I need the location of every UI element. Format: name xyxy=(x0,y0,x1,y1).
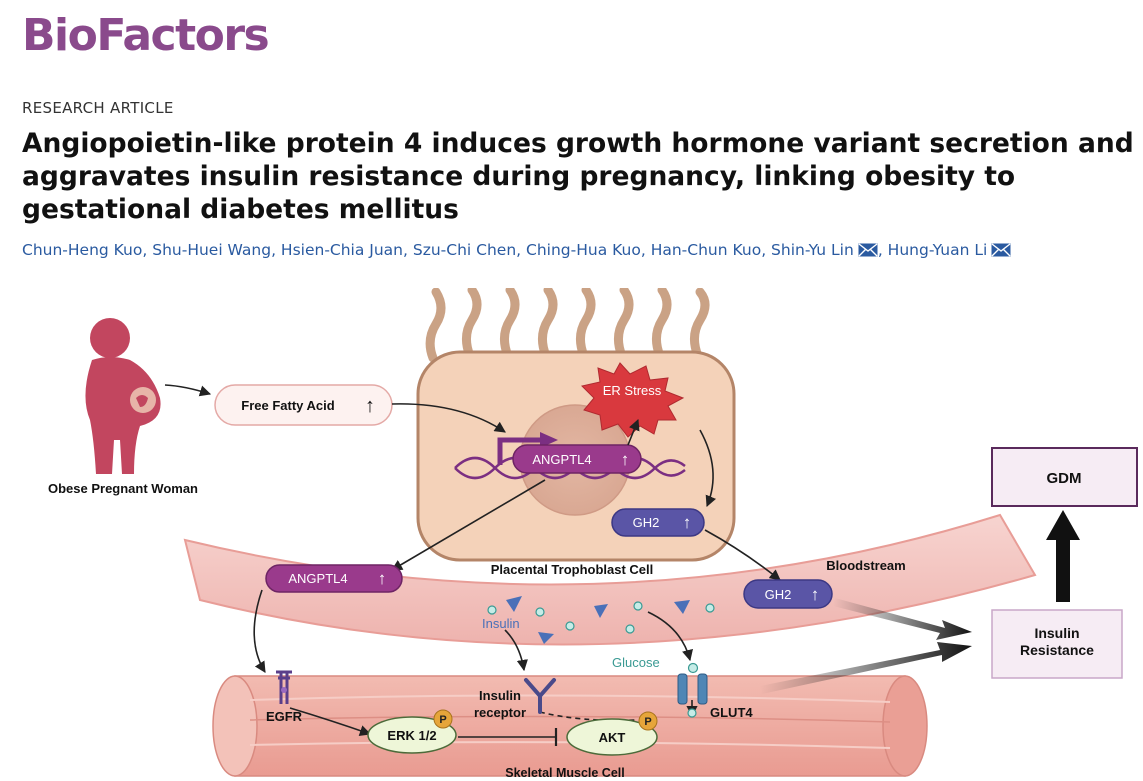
email-icon[interactable] xyxy=(991,240,1011,265)
up-arrow: ↑ xyxy=(811,585,820,604)
author-link[interactable]: Szu-Chi Chen xyxy=(413,241,516,259)
article-type: RESEARCH ARTICLE xyxy=(22,99,174,117)
author-name: Hung-Yuan Li xyxy=(887,241,988,259)
gh2-to-blood-arrow xyxy=(704,529,781,581)
up-arrow: ↑ xyxy=(683,513,692,532)
author-name: Hsien-Chia Juan xyxy=(280,241,404,259)
journal-name[interactable]: BioFactors xyxy=(22,10,270,61)
erk-node xyxy=(367,716,457,754)
author-link[interactable]: Hsien-Chia Juan xyxy=(281,241,403,259)
angptl4-blood-label: ANGPTL4 xyxy=(288,571,347,586)
author-name: Shu-Huei Wang xyxy=(152,241,272,259)
transcription-arrowhead xyxy=(540,432,558,448)
bloodstream-label: Bloodstream xyxy=(826,558,905,573)
gh2-cell-pill xyxy=(611,508,705,537)
er-stress-burst xyxy=(581,362,685,438)
angptl4-to-er-arrow xyxy=(627,418,640,446)
up-arrow: ↑ xyxy=(378,569,387,588)
angptl4-to-blood-arrow xyxy=(391,479,546,571)
author-link[interactable]: Han-Chun Kuo xyxy=(651,241,762,259)
author-list: Chun-Heng Kuo, Shu-Huei Wang, Hsien-Chia… xyxy=(22,238,1132,265)
pregnant-woman-icon xyxy=(85,318,161,474)
egfr-phospho-dot xyxy=(281,687,287,693)
author-name: Chun-Heng Kuo xyxy=(22,241,143,259)
up-arrow: ↑ xyxy=(621,450,630,469)
bloodstream-vessel xyxy=(183,513,1037,646)
cell-label: Placental Trophoblast Cell xyxy=(491,562,654,577)
angptl4-cell-pill xyxy=(512,444,642,474)
egfr-to-erk-arrow xyxy=(289,707,372,736)
angptl4-to-egfr-arrow xyxy=(253,589,266,673)
author-link[interactable]: Shin-Yu Lin xyxy=(771,241,878,259)
er-to-gh2-arrow xyxy=(699,429,717,508)
up-arrow: ↑ xyxy=(365,395,375,417)
glucose-transport-arrow xyxy=(647,611,693,662)
er-stress-label: ER Stress xyxy=(603,383,662,398)
erk-label: ERK 1/2 xyxy=(387,728,436,743)
author-name: Szu-Chi Chen xyxy=(412,241,517,259)
ffa-to-angptl4-arrow xyxy=(391,403,506,433)
skeletal-muscle-cell xyxy=(212,675,928,777)
insulin-receptor-icon xyxy=(524,678,556,714)
author-link[interactable]: Shu-Huei Wang xyxy=(152,241,271,259)
angptl4-cell-label: ANGPTL4 xyxy=(532,452,591,467)
egfr-receptor-icon xyxy=(276,670,292,704)
glut4-label: GLUT4 xyxy=(710,705,753,720)
muscle-label: Skeletal Muscle Cell xyxy=(505,766,625,780)
graphical-abstract: ER Stress ANGPTL4 ↑ GH2 ↑ Placental Trop… xyxy=(48,288,1138,780)
gh2-to-insulin-resistance-arrow xyxy=(833,598,972,640)
email-icon[interactable] xyxy=(858,240,878,265)
gdm-label: GDM xyxy=(1047,470,1082,487)
woman-to-ffa-arrow xyxy=(164,384,212,397)
insulin-resistance-to-gdm-arrow xyxy=(1046,510,1080,602)
akt-phospho-badge xyxy=(638,711,658,731)
article-title: Angiopoietin-like protein 4 induces grow… xyxy=(22,128,1134,225)
free-fatty-acid-pill xyxy=(214,384,393,426)
gh2-blood-pill xyxy=(743,579,833,609)
woman-label: Obese Pregnant Woman xyxy=(48,481,198,496)
akt-label: AKT xyxy=(599,730,626,745)
gh2-blood-label: GH2 xyxy=(765,587,792,602)
insulin-label: Insulin xyxy=(482,616,520,631)
author-name: Shin-Yu Lin xyxy=(771,241,854,259)
angptl4-blood-pill xyxy=(265,564,403,593)
glucose-label: Glucose xyxy=(612,655,660,670)
muscle-to-insulin-resistance-arrow xyxy=(760,642,972,694)
ffa-label: Free Fatty Acid xyxy=(241,398,334,413)
phospho-label: P xyxy=(644,716,651,728)
author-name: Han-Chun Kuo xyxy=(650,241,762,259)
akt-node xyxy=(566,718,658,756)
erk-phospho-badge xyxy=(433,709,453,729)
egfr-label: EGFR xyxy=(266,709,303,724)
transcription-arrow xyxy=(497,437,545,465)
insulin-molecules xyxy=(506,596,690,644)
gh2-cell-label: GH2 xyxy=(633,515,660,530)
phospho-label: P xyxy=(439,714,446,726)
glut4-transporter-icon xyxy=(677,673,708,705)
author-name: Ching-Hua Kuo xyxy=(526,241,641,259)
gdm-box xyxy=(991,447,1138,507)
author-link[interactable]: Chun-Heng Kuo xyxy=(22,241,142,259)
insulin-to-receptor-arrow xyxy=(504,629,528,672)
glucose-molecules xyxy=(487,601,715,718)
author-link[interactable]: Ching-Hua Kuo xyxy=(526,241,641,259)
insulin-resistance-box xyxy=(991,609,1123,679)
author-link[interactable]: Hung-Yuan Li xyxy=(888,241,1012,259)
